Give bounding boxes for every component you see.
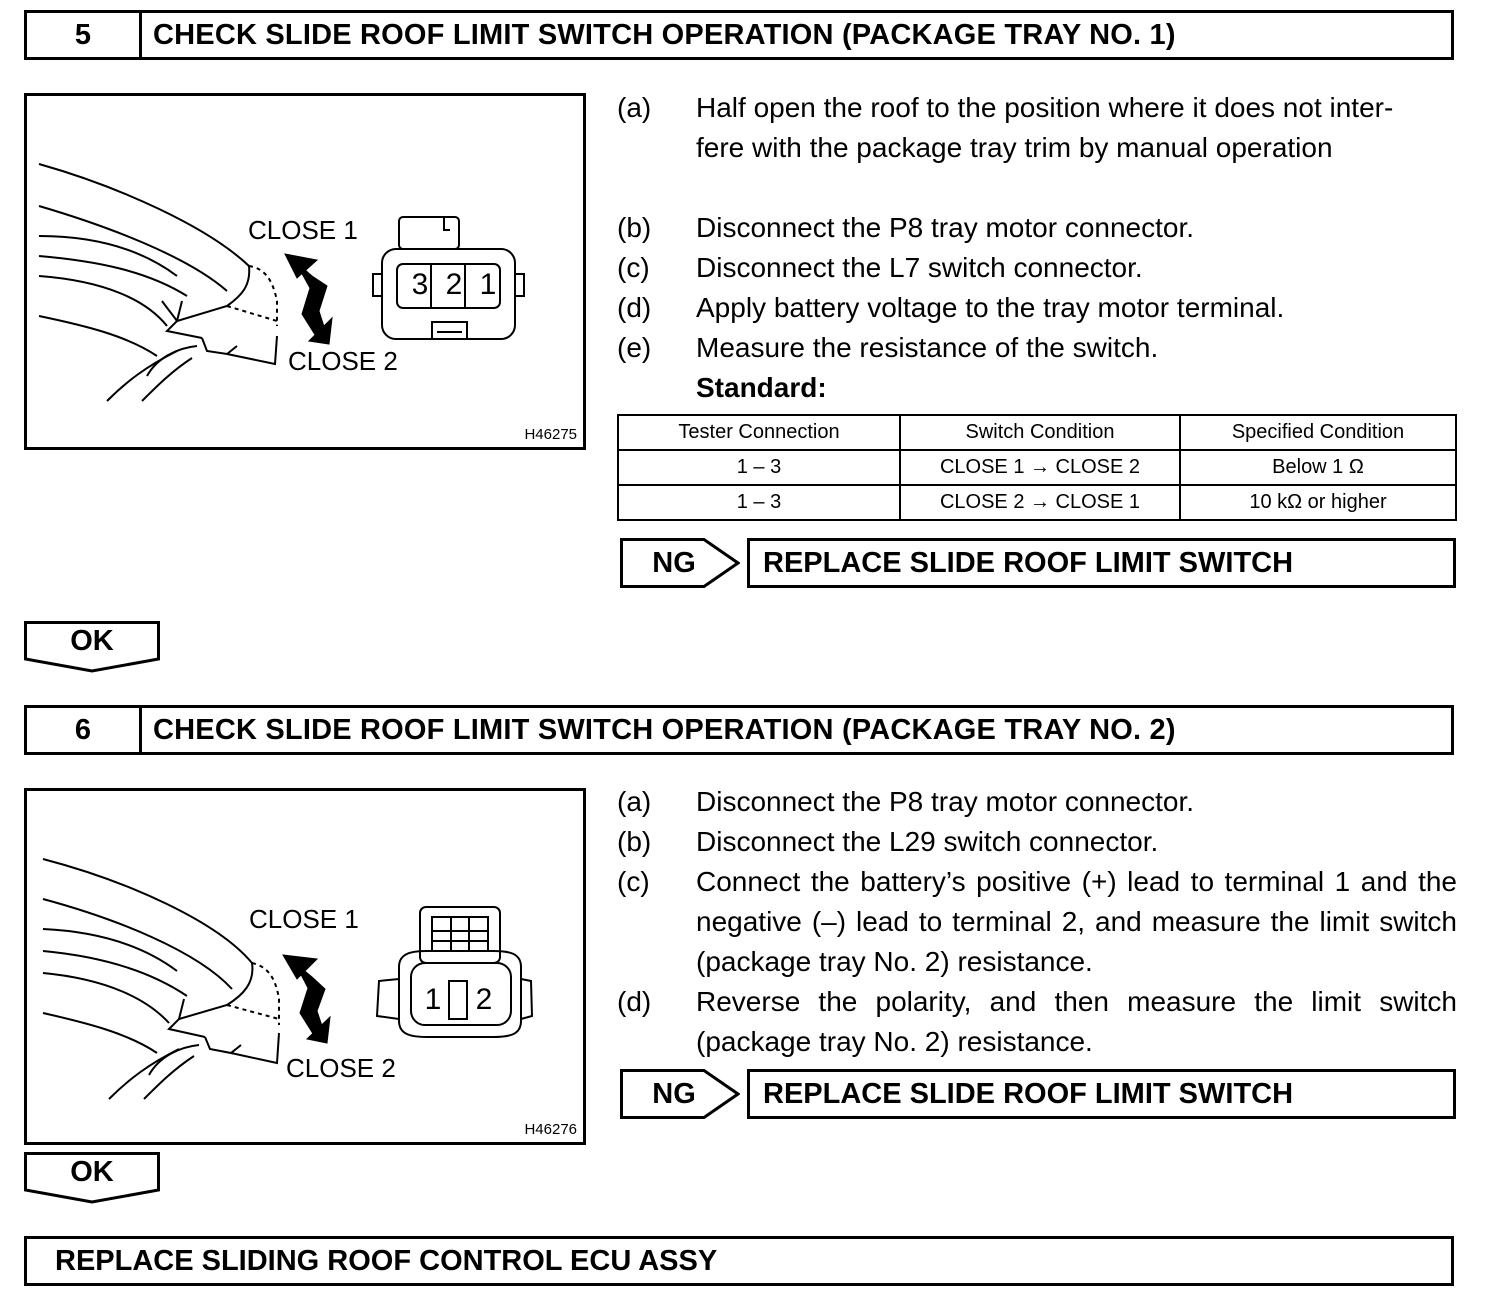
figure-code: H46276 bbox=[524, 1121, 577, 1138]
table-cell: Below 1 Ω bbox=[1179, 449, 1457, 486]
table-cell: 10 kΩ or higher bbox=[1179, 484, 1457, 521]
step-6-ng-branch: NG REPLACE SLIDE ROOF LIMIT SWITCH bbox=[620, 1069, 1456, 1119]
instruction-item: (c) Connect the battery’s positive (+) l… bbox=[617, 862, 1457, 982]
instruction-letter: (a) bbox=[617, 92, 652, 123]
ng-label: NG bbox=[652, 546, 696, 579]
table-header: Switch Condition bbox=[899, 414, 1181, 451]
step-6-ok-branch: OK bbox=[24, 1152, 160, 1204]
ng-arrow-tag bbox=[620, 538, 740, 588]
figure-code: H46275 bbox=[524, 426, 577, 443]
close-1-label: CLOSE 1 bbox=[248, 215, 358, 245]
table-header-row: Tester Connection Switch Condition Speci… bbox=[617, 414, 1457, 451]
table-cell: CLOSE 1 → CLOSE 2 bbox=[899, 449, 1181, 486]
close-1-label: CLOSE 1 bbox=[249, 904, 359, 934]
roof-illustration bbox=[42, 858, 534, 1100]
ok-arrow-tag bbox=[24, 621, 160, 673]
figure-package-tray-2: CLOSE 1 CLOSE 2 1 2 H46276 bbox=[24, 788, 586, 1145]
instruction-item: (a) Half open the roof to the position w… bbox=[617, 88, 1457, 168]
instruction-item: (a) Disconnect the P8 tray motor connect… bbox=[617, 782, 1457, 822]
step-6-header: 6 CHECK SLIDE ROOF LIMIT SWITCH OPERATIO… bbox=[24, 705, 1454, 755]
pin-2: 2 bbox=[445, 268, 463, 301]
step-5-header: 5 CHECK SLIDE ROOF LIMIT SWITCH OPERATIO… bbox=[24, 10, 1454, 60]
step-5-instructions: (a) Half open the roof to the position w… bbox=[617, 88, 1457, 408]
instruction-item: (d) Apply battery voltage to the tray mo… bbox=[617, 288, 1457, 328]
step-number: 6 bbox=[27, 708, 142, 752]
specification-table: Tester Connection Switch Condition Speci… bbox=[617, 414, 1457, 521]
close-2-label: CLOSE 2 bbox=[288, 346, 398, 376]
instruction-item: (b) Disconnect the P8 tray motor connect… bbox=[617, 208, 1457, 248]
instruction-letter: (e) bbox=[617, 332, 652, 363]
instruction-text-line: Half open the roof to the position where… bbox=[696, 92, 1394, 123]
pin-3: 3 bbox=[411, 268, 429, 301]
instruction-item: (b) Disconnect the L29 switch connector. bbox=[617, 822, 1457, 862]
step-6-instructions: (a) Disconnect the P8 tray motor connect… bbox=[617, 782, 1457, 1062]
instruction-text: Disconnect the L7 switch connector. bbox=[696, 252, 1143, 283]
instruction-text: Connect the battery’s positive (+) lead … bbox=[696, 866, 1457, 977]
close-2-label: CLOSE 2 bbox=[286, 1053, 396, 1083]
final-action-box: REPLACE SLIDING ROOF CONTROL ECU ASSY bbox=[24, 1236, 1454, 1286]
pin-2: 2 bbox=[475, 983, 493, 1016]
ok-label: OK bbox=[70, 1156, 114, 1188]
instruction-letter: (b) bbox=[617, 826, 652, 857]
step-title: CHECK SLIDE ROOF LIMIT SWITCH OPERATION … bbox=[153, 18, 1176, 51]
instruction-text: Measure the resistance of the switch. bbox=[696, 332, 1159, 363]
instruction-text-line: fere with the package tray trim by manua… bbox=[696, 132, 1333, 163]
ng-label: NG bbox=[652, 1077, 696, 1110]
instruction-text: Disconnect the P8 tray motor connector. bbox=[696, 212, 1195, 243]
step-5-ok-branch: OK bbox=[24, 621, 160, 673]
table-row: 1 – 3 CLOSE 2 → CLOSE 1 10 kΩ or higher bbox=[617, 484, 1457, 521]
instruction-letter: (a) bbox=[617, 786, 652, 817]
table-cell: 1 – 3 bbox=[617, 484, 901, 521]
instruction-letter: (c) bbox=[617, 866, 650, 897]
table-cell: 1 – 3 bbox=[617, 449, 901, 486]
table-cell: CLOSE 2 → CLOSE 1 bbox=[899, 484, 1181, 521]
pin-1: 1 bbox=[424, 983, 442, 1016]
instruction-text: Disconnect the L29 switch connector. bbox=[696, 826, 1159, 857]
instruction-text: Apply battery voltage to the tray motor … bbox=[696, 292, 1285, 323]
instruction-letter: (b) bbox=[617, 212, 652, 243]
instruction-item: (e) Measure the resistance of the switch… bbox=[617, 328, 1457, 368]
ng-result-action: REPLACE SLIDE ROOF LIMIT SWITCH bbox=[747, 538, 1456, 588]
table-header: Specified Condition bbox=[1179, 414, 1457, 451]
figure-package-tray-1: CLOSE 1 CLOSE 2 3 2 1 H46275 bbox=[24, 93, 586, 450]
instruction-letter: (c) bbox=[617, 252, 650, 283]
instruction-item: (c) Disconnect the L7 switch connector. bbox=[617, 248, 1457, 288]
instruction-item: (d) Reverse the polarity, and then measu… bbox=[617, 982, 1457, 1062]
instruction-letter: (d) bbox=[617, 986, 652, 1017]
instruction-text: Reverse the polarity, and then measure t… bbox=[696, 986, 1457, 1057]
table-header: Tester Connection bbox=[617, 414, 901, 451]
ok-label: OK bbox=[70, 625, 114, 657]
ng-arrow-tag bbox=[620, 1069, 740, 1119]
roof-illustration bbox=[38, 163, 525, 402]
pin-1: 1 bbox=[479, 268, 497, 301]
table-row: 1 – 3 CLOSE 1 → CLOSE 2 Below 1 Ω bbox=[617, 449, 1457, 486]
step-5-ng-branch: NG REPLACE SLIDE ROOF LIMIT SWITCH bbox=[620, 538, 1456, 588]
ok-arrow-tag bbox=[24, 1152, 160, 1204]
instruction-letter: (d) bbox=[617, 292, 652, 323]
step-number: 5 bbox=[27, 13, 142, 57]
ng-result-action: REPLACE SLIDE ROOF LIMIT SWITCH bbox=[747, 1069, 1456, 1119]
instruction-text: Disconnect the P8 tray motor connector. bbox=[696, 786, 1195, 817]
standard-label: Standard: bbox=[696, 372, 827, 403]
step-title: CHECK SLIDE ROOF LIMIT SWITCH OPERATION … bbox=[153, 713, 1176, 746]
